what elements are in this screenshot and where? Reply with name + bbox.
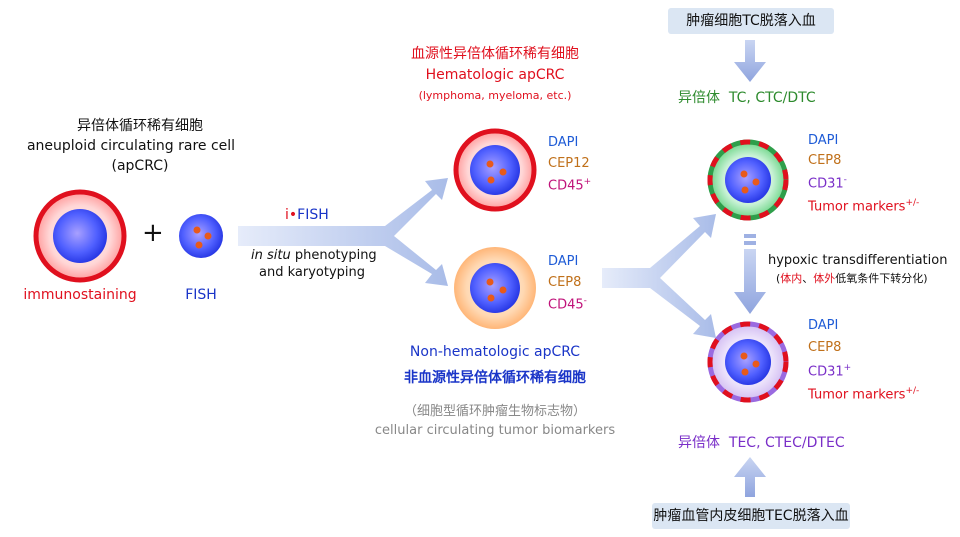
tc-marker-cd-sup: - (843, 175, 847, 185)
tc-marker-tumor-sup: +/- (905, 198, 920, 208)
tec-label-cn: 异倍体 (678, 435, 720, 451)
tec-up-arrow (734, 457, 766, 497)
hem-marker-dapi: DAPI (548, 135, 579, 150)
karyotyping-line: and karyotyping (259, 265, 365, 280)
tc-marker-cd-name: CD31 (808, 176, 844, 192)
tc-label-cn: 异倍体 (678, 90, 720, 106)
nonhematologic-note-cn: （细胞型循环肿瘤生物标志物） (403, 404, 586, 419)
hematologic-subtitle: (lymphoma, myeloma, etc.) (418, 89, 572, 102)
immunostaining-cell (33, 189, 127, 283)
nonhematologic-cell (454, 247, 536, 329)
fish-cell (179, 214, 223, 258)
transdiff-sep: 、 (802, 272, 814, 285)
nonhem-marker-cd: CD45- (548, 296, 587, 313)
transdiff-invitro: 体外 (813, 272, 836, 285)
tc-marker-cep: CEP8 (808, 153, 842, 168)
tec-cell (707, 321, 789, 403)
ifish-title: i•FISH (285, 207, 329, 224)
transdiff-line1: hypoxic transdifferentiation (768, 253, 948, 268)
tc-marker-tumor-name: Tumor markers (808, 199, 906, 215)
transdiff-open: ( (776, 272, 781, 285)
apcrc-title-abbr: (apCRC) (111, 158, 169, 174)
hematologic-title-cn: 血源性异倍体循环稀有细胞 (411, 46, 579, 62)
tc-label-en: TC, CTC/DTC (728, 90, 816, 106)
transdiff-rest: 低氧条件下转分化) (835, 272, 928, 285)
in-situ-text: in situ (251, 248, 291, 263)
apcrc-title-en: aneuploid circulating rare cell (26, 138, 236, 154)
transdiff-line2: (体内、体外低氧条件下转分化) (776, 272, 928, 285)
tc-marker-dapi: DAPI (808, 133, 839, 148)
phenotyping-text: phenotyping (290, 248, 377, 263)
tc-label: 异倍体 TC, CTC/DTC (678, 90, 816, 107)
ifish-name: FISH (297, 207, 329, 223)
tc-cell (707, 139, 789, 221)
ifish-dot: • (288, 207, 298, 223)
fish-label: FISH (185, 287, 217, 303)
tc-source-box: 肿瘤细胞TC脱落入血 (668, 8, 834, 34)
hematologic-cell (453, 128, 537, 212)
tec-label-en: TEC, CTEC/DTEC (728, 435, 845, 451)
plus-sign: + (142, 218, 164, 248)
tec-marker-tumor-sup: +/- (905, 386, 920, 396)
tec-marker-cd-sup: + (843, 363, 852, 373)
apcrc-title-cn: 异倍体循环稀有细胞 (77, 118, 203, 134)
nonhem-marker-dapi: DAPI (548, 254, 579, 269)
tec-marker-cd: CD31+ (808, 363, 851, 380)
nonhem-marker-cd-sup: - (583, 296, 587, 306)
hem-marker-cep: CEP12 (548, 156, 590, 171)
tc-marker-cd: CD31- (808, 175, 847, 192)
transdiff-arrow (734, 234, 766, 314)
nonhem-marker-cd-name: CD45 (548, 297, 584, 313)
hem-marker-cd-name: CD45 (548, 178, 584, 194)
nonhematologic-title-cn: 非血源性异倍体循环稀有细胞 (404, 370, 586, 386)
tec-marker-tumor: Tumor markers+/- (808, 386, 919, 403)
hem-marker-cd-sup: + (583, 177, 592, 187)
tec-label: 异倍体 TEC, CTEC/DTEC (678, 435, 845, 452)
fork-arrow-right (602, 214, 716, 338)
ifish-prefix: i (285, 207, 289, 223)
tc-down-arrow (734, 40, 766, 82)
hematologic-title-en: Hematologic apCRC (425, 67, 565, 83)
tec-marker-cep: CEP8 (808, 340, 842, 355)
nonhematologic-title-en: Non-hematologic apCRC (409, 344, 581, 360)
tec-marker-dapi: DAPI (808, 318, 839, 333)
nonhem-marker-cep: CEP8 (548, 275, 582, 290)
hem-marker-cd: CD45+ (548, 177, 591, 194)
fork-arrow-left (238, 178, 448, 286)
tec-marker-tumor-name: Tumor markers (808, 387, 906, 403)
tec-marker-cd-name: CD31 (808, 364, 844, 380)
immunostaining-label: immunostaining (23, 287, 137, 303)
tec-source-box: 肿瘤血管内皮细胞TEC脱落入血 (652, 503, 850, 529)
phenotyping-line: in situ phenotyping (251, 248, 377, 264)
tc-marker-tumor: Tumor markers+/- (808, 198, 919, 215)
transdiff-invivo: 体内 (780, 272, 803, 285)
nonhematologic-note-en: cellular circulating tumor biomarkers (374, 423, 616, 438)
